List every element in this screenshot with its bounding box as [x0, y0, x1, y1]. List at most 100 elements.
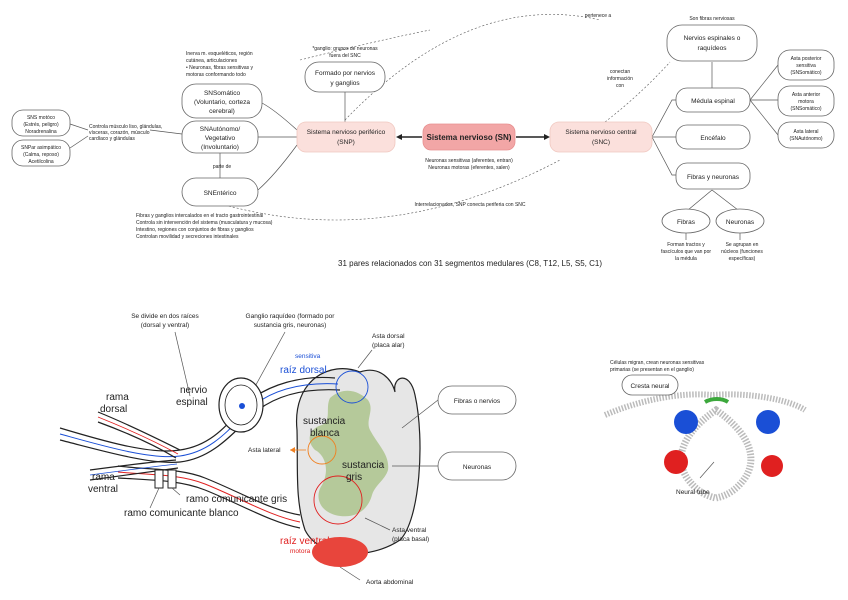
node-snc [549, 121, 653, 153]
neural-crest-cells [704, 397, 730, 404]
label-ramo-blanco: ramo comunicante blanco [124, 508, 239, 519]
label-autonomo-2: Vegetativo [205, 135, 236, 142]
dash-conectan [604, 61, 671, 123]
label-rama-ventral-2: ventral [88, 484, 118, 495]
label-fibras: Fibras [677, 219, 696, 226]
arrowhead-asta-lateral [290, 447, 295, 453]
concept-map: Sistema nervioso (SN) Sistema nervioso p… [11, 13, 835, 268]
blue-somite-right [756, 410, 780, 434]
note-ganglio-raq-2: sustancia gris, neuronas) [254, 322, 327, 329]
note-ganglio-raq-1: Ganglio raquídeo (formado por [246, 313, 336, 320]
arrowhead-snc [544, 134, 550, 140]
note-somatico-4: motoras conformando todo [186, 72, 246, 78]
rama-dorsal-red [97, 416, 179, 455]
label-snc-1: Sistema nervioso central [565, 129, 637, 136]
label-parasimpatico-2: (Calma, reposo) [23, 152, 59, 158]
note-somatico-1: Inerva m. esqueléticos, región [186, 51, 253, 57]
nerve-lower-outline [59, 389, 341, 463]
label-aorta: Aorta abdominal [366, 579, 414, 586]
node-medula [675, 87, 751, 113]
line-simpatico [69, 123, 89, 131]
rama-ventral-blue [89, 463, 178, 476]
label-raiz-dorsal: raíz dorsal [280, 365, 327, 376]
arrowhead-snp [396, 134, 402, 140]
label-sensitiva: sensitiva [295, 353, 321, 360]
node-enterico [181, 177, 259, 207]
label-conectan-2: información [607, 76, 633, 82]
label-encefalo: Encéfalo [700, 135, 726, 142]
pointer-divide [174, 331, 191, 397]
label-asta-post-1: Asta posterior [791, 56, 822, 62]
neural-tube-diagram: Células migran, crean neuronas sensitiva… [603, 360, 807, 502]
note-divide-1: Se divide en dos raíces [131, 313, 199, 320]
label-asta-lateral: Asta lateral [248, 447, 281, 454]
label-autonomo-1: SNAutónomo/ [200, 126, 241, 133]
node-formado [304, 61, 386, 93]
label-nervio-espinal-1: nervio [180, 385, 208, 396]
label-simpatico-3: Noradrenalina [25, 129, 57, 135]
red-somite-right [761, 455, 783, 477]
note-fibras-2: fascículos que van por [661, 249, 711, 255]
line-snc-medula [651, 99, 676, 138]
label-cresta-neural: Cresta neural [630, 383, 670, 390]
motor-fiber-red [117, 471, 301, 523]
red-somite-left [664, 450, 688, 474]
line-medula-asta-post [749, 64, 779, 101]
label-asta-ant-2: motora [798, 99, 814, 105]
label-formado-1: Formado por nervios [315, 70, 376, 77]
node-encefalo [675, 124, 751, 150]
note-somatico-3: • Neuronas, fibras sensitivas y [186, 65, 254, 71]
line-snp-somatico [261, 102, 298, 131]
note-somatico-2: cutánea, articulaciones [186, 58, 238, 64]
dash-interrelacionados [224, 159, 561, 221]
ganglio-raquideo-inner [224, 384, 258, 426]
node-parasimpatico [11, 139, 71, 167]
label-fibras-nervios: Fibras o nervios [454, 398, 501, 405]
line-parasimpatico [69, 135, 89, 149]
pointer-neural-tube [699, 461, 715, 479]
label-sistema-nervioso: Sistema nervioso (SN) [427, 133, 512, 142]
nerve-upper-outline [59, 376, 336, 452]
label-sustancia-gris-1: sustancia [342, 460, 385, 471]
note-cresta-1: Células migran, crean neuronas sensitiva… [610, 360, 705, 366]
label-parasimpatico-1: SNPar asimpático [21, 145, 61, 151]
note-neuronas2-2: núcleos (funciones [721, 249, 763, 255]
label-somatico-1: SNSomático [204, 90, 241, 97]
label-conectan-3: con [616, 83, 624, 89]
pointer-ramo-blanco [149, 487, 160, 509]
label-sustancia-blanca-2: blanca [310, 428, 340, 439]
note-fibras-nerviosas: Son fibras nerviosas [689, 16, 735, 22]
line-fibras-neuronas [711, 189, 739, 211]
note-fibras-3: la médula [675, 256, 697, 262]
node-neuronas [715, 208, 765, 234]
line-autonomo-note [149, 129, 183, 135]
label-simpatico-1: SNS motóco [27, 115, 55, 121]
label-rama-ventral-1: rama [92, 472, 115, 483]
pointer-ramo-gris [171, 487, 181, 496]
note-enterico-2: Controla sin intervención del sistema (m… [136, 220, 273, 226]
label-parte-de: parte de [213, 164, 232, 170]
node-autonomo [181, 120, 259, 154]
node-fibras [661, 208, 711, 234]
label-asta-lat-1: Asta lateral [793, 129, 818, 135]
node-fibras-nervios [437, 385, 517, 415]
rama-dorsal-outline-2 [97, 421, 177, 459]
label-autonomo-3: (Involuntario) [201, 144, 239, 151]
rama-ventral-outline-2 [89, 467, 179, 481]
label-nervios-1: Nervios espinales o [684, 35, 741, 42]
pointer-asta-dorsal [357, 349, 373, 369]
blue-somite-left [674, 410, 698, 434]
label-neuronas-spinal: Neuronas [463, 464, 492, 471]
note-autonomo-3: cardíaco y glándulas [89, 136, 135, 142]
node-sistema-nervioso [422, 123, 516, 151]
label-motora: motora [290, 548, 311, 555]
note-ganglio-1: *ganglio: grupos de neuronas [312, 46, 378, 52]
note-cresta-2: primarias (se presentan en el ganglio) [610, 367, 694, 373]
pointer-fibras [401, 399, 439, 429]
node-cresta-neural [621, 374, 679, 396]
line-snp-enterico [257, 144, 298, 191]
aorta-abdominal [312, 537, 368, 567]
ramo-comunicante-blanco-shape [167, 469, 177, 489]
note-divide-2: (dorsal y ventral) [141, 322, 189, 329]
